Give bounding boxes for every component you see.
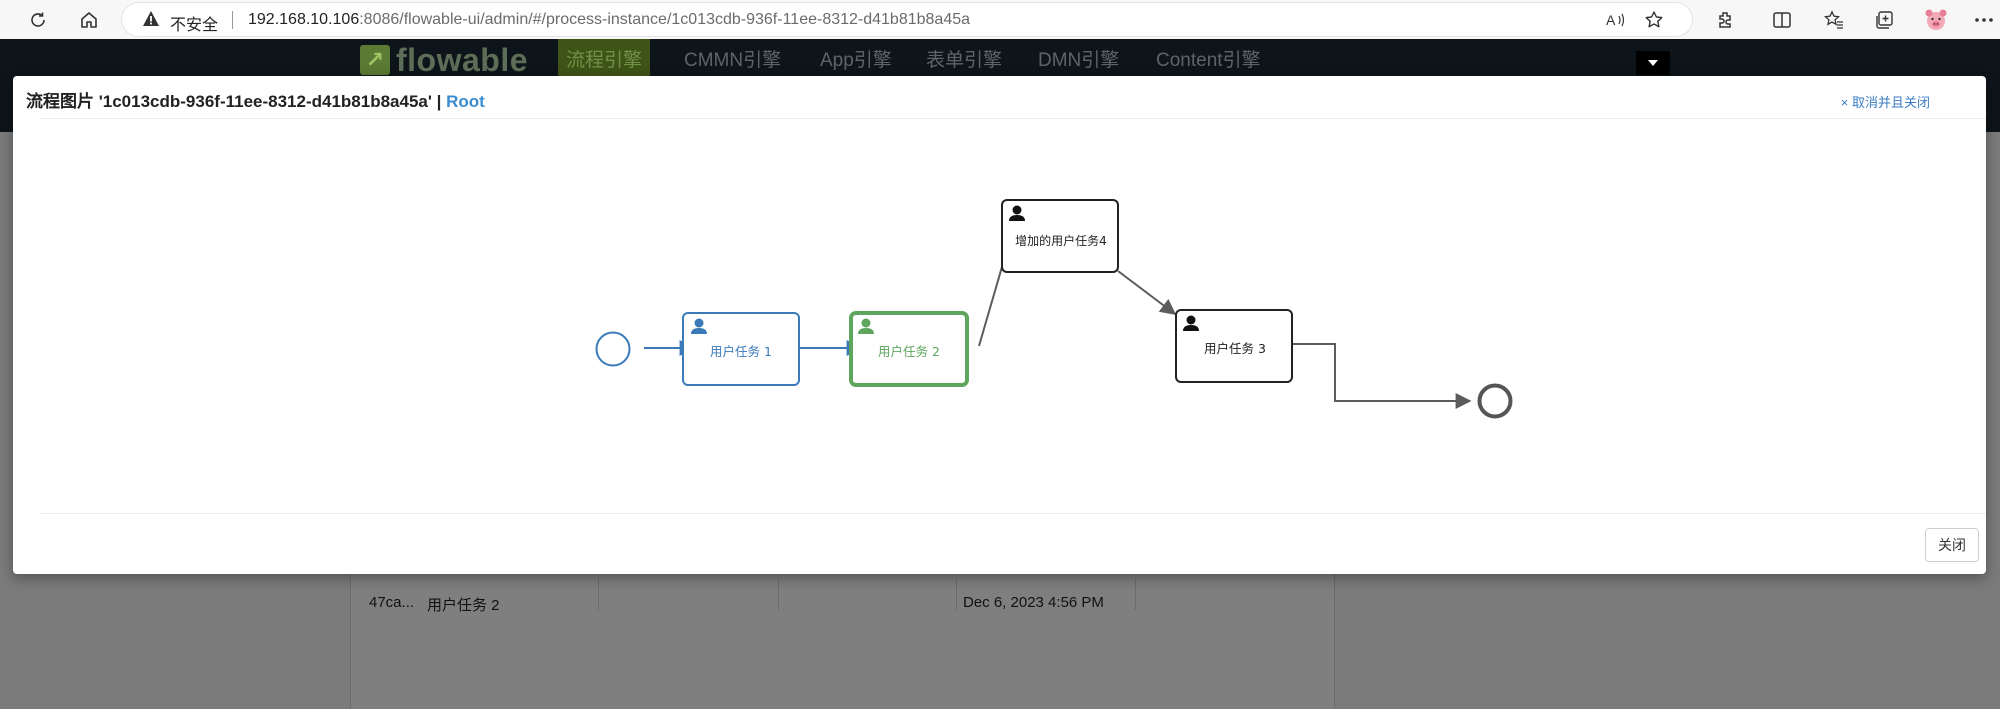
table-cell-name[interactable]: 用户任务 2 [427, 597, 500, 614]
user-icon [1009, 205, 1025, 221]
read-aloud-icon[interactable]: A [1605, 9, 1627, 31]
tab-label: DMN引擎 [1038, 49, 1120, 71]
caret-down-icon [1648, 60, 1658, 66]
address-bar[interactable]: 不安全 192.168.10.106:8086/flowable-ui/admi… [122, 3, 1692, 36]
process-diagram-modal: 流程图片 '1c013cdb-936f-11ee-8312-d41b81b8a4… [13, 76, 1986, 574]
modal-footer-divider [41, 513, 1986, 514]
table-column-divider [778, 578, 779, 610]
split-screen-icon[interactable] [1768, 6, 1796, 34]
modal-title: 流程图片 '1c013cdb-936f-11ee-8312-d41b81b8a4… [26, 87, 485, 112]
user-icon [691, 318, 707, 334]
tab-cmmn-engine[interactable]: CMMN引擎 [670, 39, 795, 77]
user-task-1[interactable]: 用户任务 1 [682, 312, 800, 386]
svg-text:A: A [1606, 12, 1616, 28]
url-path: :8086/flowable-ui/admin/#/process-instan… [359, 11, 971, 28]
tab-app-engine[interactable]: App引擎 [806, 39, 906, 77]
end-event[interactable] [1477, 383, 1513, 419]
flow-task3-to-end [1292, 343, 1472, 409]
cancel-and-close-link[interactable]: × 取消并且关闭 [1840, 95, 1930, 110]
table-column-divider [956, 578, 957, 610]
favorite-star-icon[interactable] [1643, 9, 1665, 31]
process-diagram: 用户任务 1 用户任务 2 增加的用户任务4 用户任务 3 [595, 199, 1513, 419]
task-label: 用户任务 3 [1204, 341, 1266, 356]
user-menu-button[interactable] [1636, 51, 1670, 75]
close-button[interactable]: 关闭 [1925, 528, 1979, 562]
security-label[interactable]: 不安全 [170, 17, 219, 34]
task-label: 增加的用户任务4 [1015, 233, 1107, 248]
table-column-divider [598, 578, 599, 610]
start-event[interactable] [595, 331, 631, 367]
refresh-icon[interactable] [22, 4, 54, 36]
tab-form-engine[interactable]: 表单引擎 [912, 39, 1016, 77]
tab-label: 表单引擎 [926, 49, 1003, 71]
tab-label: App引擎 [820, 49, 892, 71]
tab-label: Content引擎 [1156, 49, 1261, 71]
address-separator [232, 11, 233, 29]
extensions-icon[interactable] [1712, 6, 1740, 34]
warning-icon[interactable] [142, 10, 160, 33]
flowable-logo-text: flowable [396, 41, 529, 78]
task-label: 用户任务 1 [710, 344, 772, 359]
table-cell-id[interactable]: 47ca... [369, 594, 415, 611]
tab-label: CMMN引擎 [684, 49, 782, 71]
profile-icon[interactable] [1922, 6, 1950, 34]
home-icon[interactable] [73, 4, 105, 36]
user-task-2[interactable]: 用户任务 2 [849, 311, 969, 387]
collections-icon[interactable] [1870, 6, 1898, 34]
flow-task4-to-task3 [1117, 270, 1177, 315]
user-icon [858, 318, 874, 334]
user-task-4[interactable]: 增加的用户任务4 [1001, 199, 1119, 273]
modal-header-divider [41, 118, 1986, 119]
modal-title-text: 流程图片 '1c013cdb-936f-11ee-8312-d41b81b8a4… [26, 92, 447, 111]
root-link[interactable]: Root [446, 92, 485, 111]
browser-toolbar: 不安全 192.168.10.106:8086/flowable-ui/admi… [0, 0, 2000, 39]
user-icon [1183, 315, 1199, 331]
task-label: 用户任务 2 [878, 344, 940, 359]
tab-content-engine[interactable]: Content引擎 [1142, 39, 1275, 77]
user-task-3[interactable]: 用户任务 3 [1175, 309, 1293, 383]
url-host: 192.168.10.106 [248, 11, 360, 28]
table-cell-date[interactable]: Dec 6, 2023 4:56 PM [963, 594, 1104, 611]
url-text[interactable]: 192.168.10.106:8086/flowable-ui/admin/#/… [248, 11, 970, 29]
tab-dmn-engine[interactable]: DMN引擎 [1024, 39, 1133, 77]
tab-label: 流程引擎 [565, 49, 642, 71]
more-icon[interactable] [1970, 6, 1998, 34]
table-column-divider [1135, 578, 1136, 610]
task-table-background [350, 572, 1335, 709]
favorites-icon[interactable] [1820, 6, 1848, 34]
flowable-logo[interactable]: ↗ flowable [360, 42, 528, 78]
tab-process-engine[interactable]: 流程引擎 [558, 39, 650, 77]
flowable-logo-icon: ↗ [360, 45, 390, 75]
